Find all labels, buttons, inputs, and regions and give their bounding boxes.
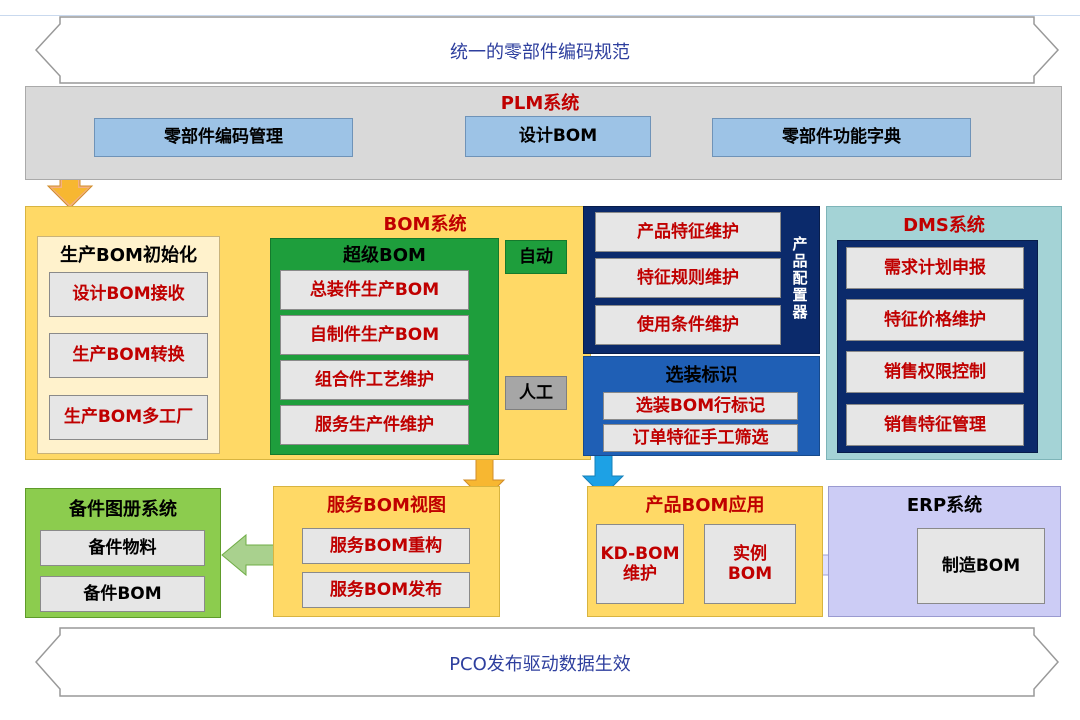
bottom-banner-text: PCO发布驱动数据生效	[449, 654, 631, 675]
part-code-management: 零部件编码管理	[94, 118, 353, 157]
plm-system-title: PLM系统	[500, 93, 580, 114]
configurator-label: 产品配置器	[790, 235, 809, 321]
spare-bom: 备件BOM	[40, 576, 205, 612]
bom-init-title: 生产BOM初始化	[60, 245, 197, 266]
kd-bom-line2: 维护	[623, 564, 657, 584]
sales-feature-management: 销售特征管理	[846, 404, 1024, 446]
service-part-maintenance: 服务生产件维护	[280, 405, 469, 445]
feature-rule-maintenance: 特征规则维护	[595, 258, 781, 298]
usage-condition-maintenance: 使用条件维护	[595, 305, 781, 345]
service-to-spare-arrow	[221, 533, 281, 577]
final-assembly-bom: 总装件生产BOM	[280, 270, 469, 310]
option-title: 选装标识	[665, 365, 738, 386]
instance-bom-line2: BOM	[727, 564, 773, 584]
service-view-title: 服务BOM视图	[327, 495, 446, 516]
self-made-bom: 自制件生产BOM	[280, 315, 469, 355]
product-app-title: 产品BOM应用	[645, 495, 765, 516]
design-bom: 设计BOM	[465, 116, 651, 157]
spare-material: 备件物料	[40, 530, 205, 566]
order-feature-filter: 订单特征手工筛选	[603, 424, 798, 452]
production-bom-multi-factory: 生产BOM多工厂	[49, 395, 208, 440]
option-bom-line-mark: 选装BOM行标记	[603, 392, 798, 420]
spare-system-title: 备件图册系统	[69, 499, 177, 520]
manual-label: 人工	[505, 376, 567, 410]
kd-bom-maintenance: KD-BOM 维护	[596, 524, 684, 604]
sales-permission-control: 销售权限控制	[846, 351, 1024, 393]
bottom-banner-arrow	[34, 627, 1060, 697]
auto-label: 自动	[505, 240, 567, 274]
super-bom-title: 超级BOM	[343, 245, 426, 266]
demand-plan-report: 需求计划申报	[846, 247, 1024, 289]
manufacturing-bom: 制造BOM	[917, 528, 1045, 604]
product-feature-maintenance: 产品特征维护	[595, 212, 781, 252]
erp-system-title: ERP系统	[906, 495, 983, 516]
assembly-process-maintenance: 组合件工艺维护	[280, 360, 469, 400]
part-function-dictionary: 零部件功能字典	[712, 118, 971, 157]
top-banner-arrow	[34, 16, 1060, 84]
top-banner-text: 统一的零部件编码规范	[450, 42, 630, 63]
dms-system-title: DMS系统	[903, 215, 985, 236]
bom-system-title: BOM系统	[383, 214, 467, 235]
feature-price-maintenance: 特征价格维护	[846, 299, 1024, 341]
instance-bom-line1: 实例	[733, 543, 767, 564]
service-bom-publish: 服务BOM发布	[302, 572, 470, 608]
production-bom-convert: 生产BOM转换	[49, 333, 208, 378]
design-bom-receive: 设计BOM接收	[49, 272, 208, 317]
instance-bom: 实例 BOM	[704, 524, 796, 604]
kd-bom-line1: KD-BOM	[600, 543, 680, 564]
service-bom-rebuild: 服务BOM重构	[302, 528, 470, 564]
